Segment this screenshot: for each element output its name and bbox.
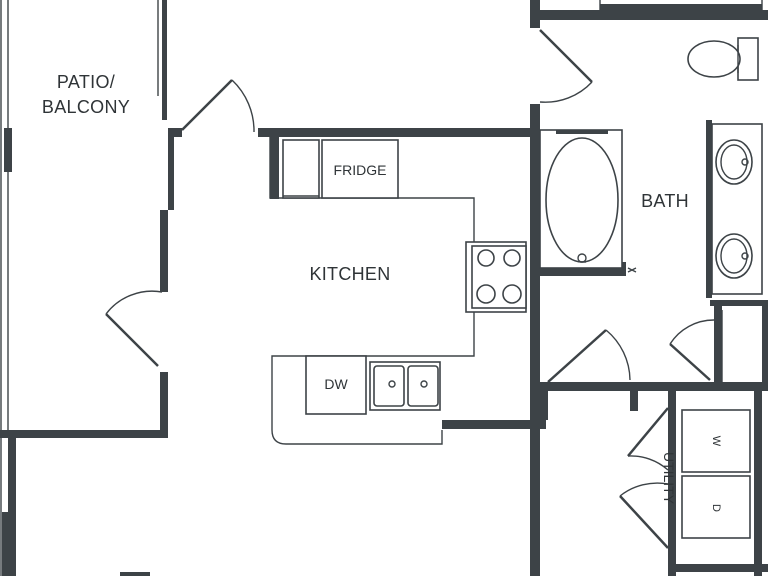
dishwasher — [305, 355, 367, 415]
fridge-label: FRIDGE — [334, 162, 387, 178]
patio-bottom-wall — [0, 430, 168, 438]
patio-balcony — [0, 0, 168, 576]
patio-wall-upper — [162, 0, 167, 120]
bath-entry-door — [539, 29, 593, 83]
bathtub — [539, 129, 637, 273]
utility-label: UTILITY — [661, 452, 677, 505]
bath-label: BATH — [641, 191, 689, 211]
toilet — [687, 37, 759, 81]
patio-label-line1: PATIO/ — [57, 72, 115, 92]
patio-door — [105, 313, 159, 367]
fridge — [321, 139, 399, 199]
kitchen-counters: FRIDGE DW — [269, 137, 546, 445]
dishwasher-label: DW — [324, 376, 348, 392]
utility-door-upper — [627, 407, 669, 457]
washer — [681, 409, 751, 473]
kitchen-label: KITCHEN — [309, 264, 390, 284]
patio-label-line2: BALCONY — [42, 97, 130, 117]
bath-lower-door — [547, 329, 607, 383]
dryer-label: D — [710, 504, 722, 512]
bath — [530, 0, 768, 430]
washer-label: W — [710, 436, 722, 447]
utility: W D — [619, 391, 768, 576]
stove — [465, 241, 527, 313]
kitchen-entry-door — [181, 79, 233, 131]
kitchen-sink — [369, 361, 441, 411]
linen-closet-door — [669, 343, 711, 381]
living-walls — [120, 391, 540, 576]
dryer — [681, 475, 751, 539]
utility-door-lower — [619, 495, 669, 549]
